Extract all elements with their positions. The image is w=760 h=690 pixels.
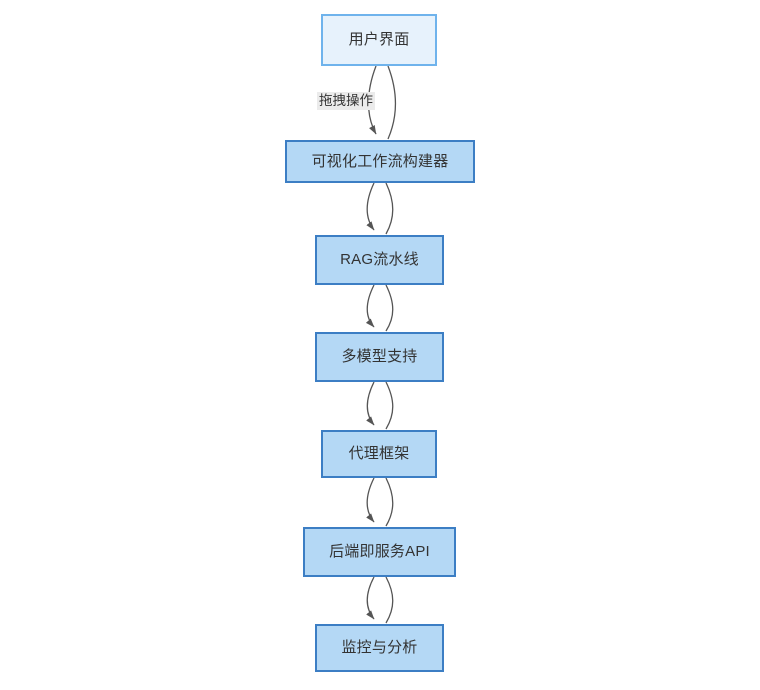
node-label: 多模型支持 [341, 348, 418, 365]
node-multi-model-support[interactable]: 多模型支持 [315, 332, 444, 382]
edge-multi-model-to-agent-framework [366, 381, 394, 430]
node-backend-as-a-service-api[interactable]: 后端即服务API [303, 527, 456, 577]
node-label: 后端即服务API [329, 543, 430, 560]
node-rag-pipeline[interactable]: RAG流水线 [315, 235, 444, 285]
edge-label-drag-and-drop: 拖拽操作 [317, 92, 375, 110]
edge-agent-framework-to-baas-api [366, 477, 394, 527]
node-label: RAG流水线 [340, 251, 419, 268]
node-label: 可视化工作流构建器 [311, 152, 449, 170]
edge-rag-pipeline-to-multi-model [365, 284, 394, 332]
node-user-interface[interactable]: 用户界面 [321, 14, 437, 66]
node-label: 监控与分析 [341, 639, 418, 656]
node-monitoring-and-analytics[interactable]: 监控与分析 [315, 624, 444, 672]
edge-workflow-builder-to-rag-pipeline [366, 182, 394, 235]
edge-baas-api-to-monitoring [366, 576, 394, 624]
node-label: 用户界面 [348, 31, 410, 48]
node-visual-workflow-builder[interactable]: 可视化工作流构建器 [285, 140, 475, 183]
node-label: 代理框架 [348, 445, 410, 462]
node-agent-framework[interactable]: 代理框架 [321, 430, 437, 478]
